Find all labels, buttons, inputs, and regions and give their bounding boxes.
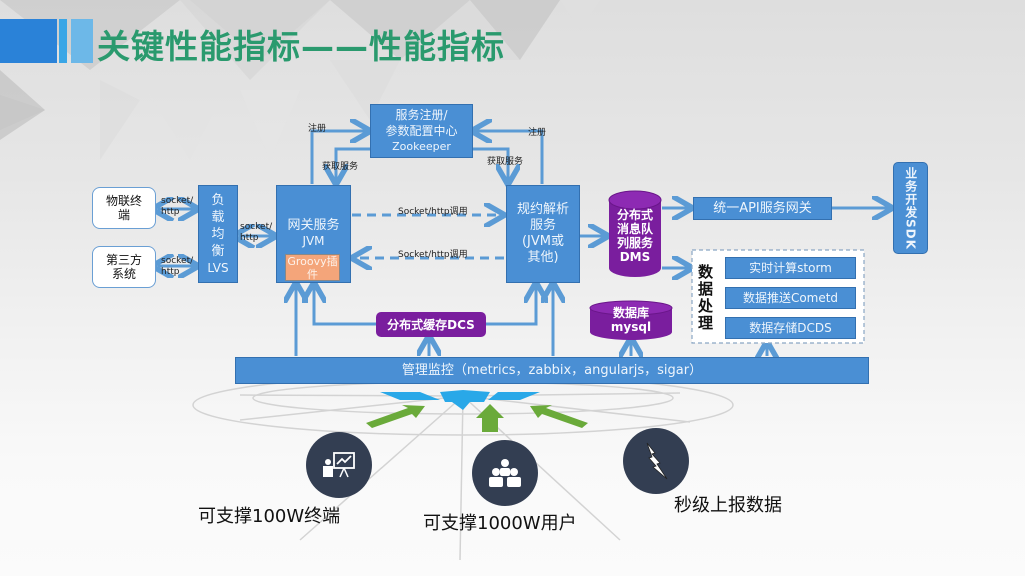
protocol-label-iot: socket/ http <box>161 196 194 217</box>
cache-label: 分布式缓存DCS <box>387 318 475 332</box>
arrow-gateway-fetch <box>336 147 370 182</box>
distributed-cache-dcs: 分布式缓存DCS <box>376 312 486 337</box>
data-item-cometd-label: 数据推送Cometd <box>742 290 839 305</box>
green-arrow-left <box>366 405 425 428</box>
parser-line-1: 规约解析 <box>516 202 569 217</box>
capability-terminals-caption: 可支撑100W终端 <box>198 506 341 527</box>
capability-realtime-circle <box>623 428 689 494</box>
capability-users-circle <box>472 440 538 506</box>
fetch-label-left: 获取服务 <box>322 162 359 172</box>
data-item-dcds-label: 数据存储DCDS <box>749 320 832 335</box>
capability-users-caption: 可支撑1000W用户 <box>423 513 577 534</box>
dms-cylinder <box>608 190 662 277</box>
data-item-storm: 实时计算storm <box>725 257 856 279</box>
parser-line-2: 服务 <box>529 218 556 233</box>
groovy-plugin: Groovy插件 <box>285 254 340 281</box>
dms-line-3: 列服务 <box>616 236 653 250</box>
business-sdk: 业务开发SDK <box>893 162 928 254</box>
lightning-icon <box>646 442 668 480</box>
protocol-label-third: socket/ http <box>161 256 194 277</box>
database-line-2: mysql <box>610 320 652 334</box>
arrow-parser-register <box>474 131 544 184</box>
register-label-right: 注册 <box>528 128 547 138</box>
arrow-gateway-register <box>310 131 368 184</box>
client-iot-terminal-label: 物联终端 <box>105 193 142 222</box>
green-arrow-right <box>530 405 588 428</box>
fetch-label-right: 获取服务 <box>487 157 524 167</box>
arrow-cache-gateway <box>314 285 376 326</box>
socket-call-label-back: Socket/http调用 <box>398 250 468 260</box>
dms-line-1: 分布式 <box>616 208 653 222</box>
registry-line-3: Zookeeper <box>392 140 451 153</box>
database-label: 数据库 mysql <box>588 306 674 334</box>
lb-line-4: 衡 <box>211 243 225 259</box>
database-cylinder <box>589 300 673 340</box>
api-gateway-label: 统一API服务网关 <box>713 200 812 216</box>
arrow-parser-fetch <box>472 147 508 182</box>
data-item-storm-label: 实时计算storm <box>749 260 832 275</box>
data-item-cometd: 数据推送Cometd <box>725 287 856 309</box>
client-iot-terminal: 物联终端 <box>92 187 156 229</box>
title-accent-bar-thin <box>59 19 67 63</box>
load-balancer-lvs: 负 载 均 衡 LVS <box>198 185 238 283</box>
green-arrows <box>366 404 588 432</box>
lb-line-2: 载 <box>211 209 225 225</box>
lb-line-1: 负 <box>211 192 225 208</box>
capability-terminals-circle <box>306 432 372 498</box>
dms-label: 分布式 消息队 列服务 DMS <box>607 208 663 264</box>
title-accent-bar-light <box>71 19 93 63</box>
title-accent-bar-large <box>0 19 57 63</box>
user-group-icon <box>489 459 521 487</box>
database-line-1: 数据库 <box>612 306 649 320</box>
parser-line-3: (JVM或 <box>521 234 564 249</box>
slide-title: 关键性能指标——性能指标 <box>97 27 505 66</box>
monitoring-label: 管理监控（metrics，zabbix，angularjs，sigar） <box>401 362 703 378</box>
management-monitoring-bar: 管理监控（metrics，zabbix，angularjs，sigar） <box>235 357 869 384</box>
sdk-label: 业务开发SDK <box>903 166 918 250</box>
arrow-cache-parser <box>486 285 536 326</box>
register-label-left: 注册 <box>308 124 327 134</box>
registry-line-2: 参数配置中心 <box>385 124 458 138</box>
lb-line-5: LVS <box>207 260 229 275</box>
dms-line-4: DMS <box>619 250 651 264</box>
gateway-subtitle: JVM <box>302 233 325 248</box>
green-arrow-center <box>476 404 504 432</box>
client-third-party: 第三方系统 <box>92 246 156 288</box>
data-processing-label: 数据处理 <box>698 263 714 332</box>
parser-line-4: 其他) <box>527 250 559 265</box>
socket-call-label-forward: Socket/http调用 <box>398 207 468 217</box>
data-item-dcds: 数据存储DCDS <box>725 317 856 339</box>
gateway-title: 网关服务 <box>287 218 340 233</box>
dms-line-2: 消息队 <box>616 222 653 236</box>
registry-line-1: 服务注册/ <box>395 108 448 122</box>
protocol-parser-service: 规约解析 服务 (JVM或 其他) <box>506 185 580 283</box>
unified-api-gateway: 统一API服务网关 <box>693 197 832 220</box>
capability-realtime-caption: 秒级上报数据 <box>674 495 782 516</box>
presentation-chart-icon <box>323 452 355 478</box>
service-registry-zookeeper: 服务注册/ 参数配置中心 Zookeeper <box>370 104 473 158</box>
lb-line-3: 均 <box>211 226 225 242</box>
groovy-plugin-label: Groovy插件 <box>287 255 338 281</box>
radial-blue-tiles <box>380 390 540 410</box>
protocol-label-lb-gateway: socket/ http <box>240 222 273 243</box>
client-third-party-label: 第三方系统 <box>105 252 142 281</box>
